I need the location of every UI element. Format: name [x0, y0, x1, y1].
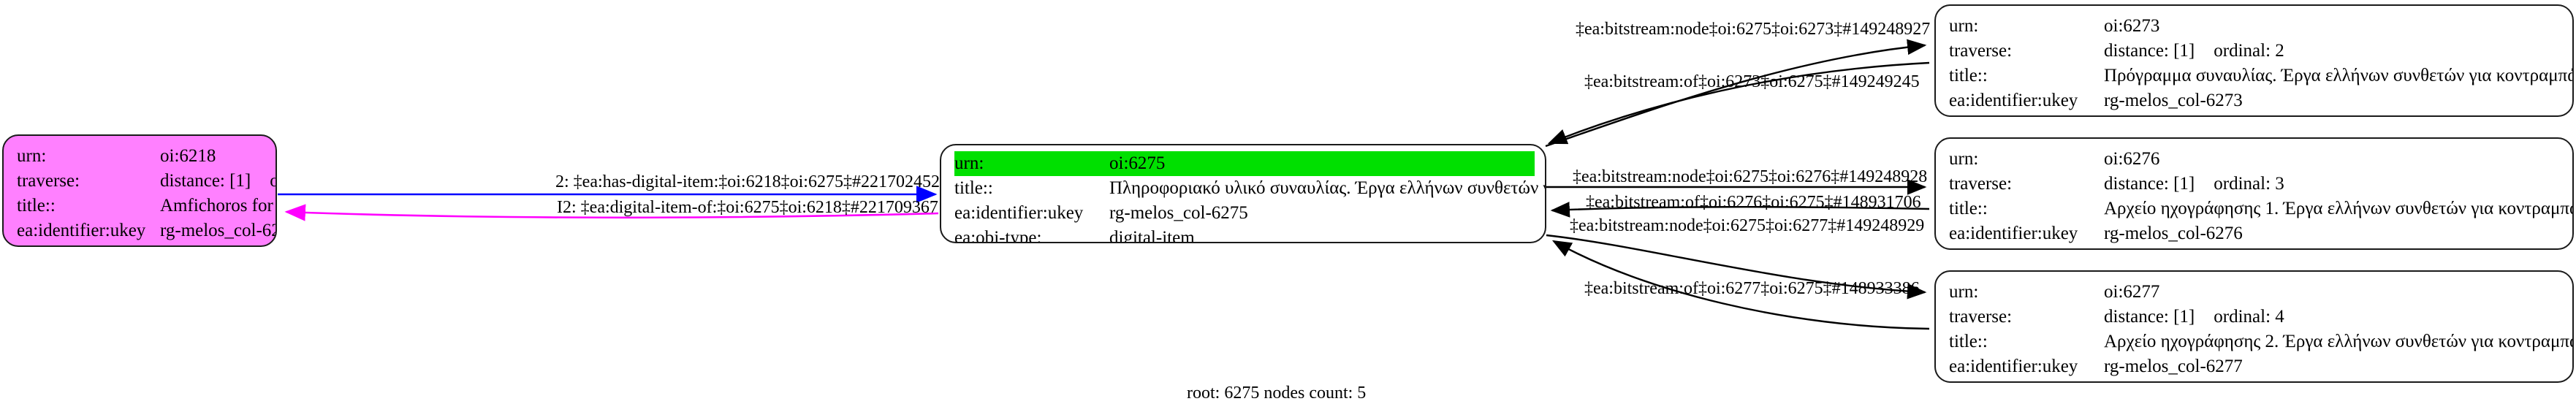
field-value-ukey: rg-melos_col-6273 [2104, 91, 2243, 110]
field-label-objtype: ea:obj-type: [954, 228, 1042, 243]
field-value-objtype: bitstream [2104, 113, 2562, 115]
field-label-title: title:: [1949, 332, 1988, 351]
field-label-ukey: ea:identifier:ukey [17, 221, 146, 240]
field-label-ukey: ea:identifier:ukey [1949, 91, 2078, 110]
traverse-distance: distance: [1] [2104, 41, 2195, 61]
node-row-objtype: ea:obj-type: bitstream [1949, 113, 2562, 115]
field-value-urn: oi:6218 [160, 146, 216, 166]
edge-path-bitstream-node-6273 [1545, 39, 1927, 148]
field-label-urn: urn: [954, 151, 1109, 176]
edge-label-bitstream-of-6276: ‡ea:bitstream:of‡oi:6276‡oi:6275‡#148931… [1586, 193, 1921, 212]
field-label-title: title:: [1949, 66, 1988, 85]
traverse-ordinal: ordinal: 3 [2214, 174, 2284, 194]
edge-label-bitstream-of-6277: ‡ea:bitstream:of‡oi:6277‡oi:6275‡#148933… [1584, 279, 1920, 298]
field-value-traverse: distance: [1] ordinal: 1 [160, 169, 276, 194]
field-label-objtype: ea:obj-type: [1949, 113, 2104, 115]
node-row-traverse: traverse: distance: [1] ordinal: 3 [1949, 172, 2562, 197]
field-value-title: Αρχείο ηχογράφησης 1. Έργα ελλήνων συνθε… [2104, 199, 2574, 218]
field-value-traverse: distance: [1] ordinal: 4 [2104, 305, 2562, 329]
node-row-traverse: traverse: distance: [1] ordinal: 4 [1949, 305, 2562, 329]
field-value-objtype: digital-item [1109, 228, 1195, 243]
field-label-traverse: traverse: [1949, 307, 2013, 327]
node-row-title: title:: Πληροφοριακό υλικό συναυλίας. Έρ… [954, 176, 1545, 201]
field-value-ukey: rg-melos_col-6276 [2104, 224, 2243, 243]
node-row-ukey: ea:identifier:ukey rg-melos_col-6275 [954, 201, 1535, 226]
edge-label-bitstream-node-6273: ‡ea:bitstream:node‡oi:6275‡oi:6273‡#1492… [1576, 20, 1931, 39]
field-label-title: title:: [17, 196, 56, 216]
field-label-title: title:: [954, 178, 993, 198]
node-row-urn: urn: oi:6276 [1949, 147, 2562, 172]
node-row-ukey: ea:identifier:ukey rg-melos_col-6276 [1949, 221, 2562, 246]
node-row-ukey: ea:identifier:ukey rg-melos_col-6277 [1949, 354, 2562, 379]
edge-label-has-digital-item: 2: ‡ea:has-digital-item:‡oi:6218‡oi:6275… [555, 172, 940, 191]
field-label-objtype: ea:obj-type: [17, 243, 160, 245]
node-oi-6273[interactable]: urn: oi:6273 traverse: distance: [1] ordi… [1934, 4, 2574, 117]
node-row-objtype: ea:obj-type: auth-expression [17, 243, 265, 245]
field-value-title: Αρχείο ηχογράφησης 2. Έργα ελλήνων συνθε… [2104, 332, 2574, 351]
field-value-title: Πληροφοριακό υλικό συναυλίας. Έργα ελλήν… [1109, 178, 1545, 198]
field-label-ukey: ea:identifier:ukey [1949, 357, 2078, 376]
field-label-traverse: traverse: [17, 171, 80, 191]
edge-label-bitstream-node-6276: ‡ea:bitstream:node‡oi:6275‡oi:6276‡#1492… [1573, 167, 1928, 186]
field-value-objtype: bitstream [2104, 246, 2562, 248]
edge-label-bitstream-node-6277: ‡ea:bitstream:node‡oi:6275‡oi:6277‡#1492… [1570, 216, 1925, 235]
field-label-title: title:: [1949, 199, 1988, 218]
node-row-objtype: ea:obj-type: digital-item [954, 226, 1535, 243]
traverse-distance: distance: [1] [2104, 174, 2195, 194]
edge-label-digital-item-of: I2: ‡ea:digital-item-of:‡oi:6275‡oi:6218… [557, 198, 938, 217]
node-oi-6277[interactable]: urn: oi:6277 traverse: distance: [1] ordi… [1934, 270, 2574, 383]
field-label-traverse: traverse: [1949, 174, 2013, 194]
node-row-title: title:: Αρχείο ηχογράφησης 1. Έργα ελλήν… [1949, 197, 2574, 221]
field-label-urn: urn: [1949, 16, 1979, 36]
field-label-ukey: ea:identifier:ukey [954, 203, 1084, 223]
field-value-ukey: rg-melos_col-6277 [2104, 357, 2243, 376]
node-oi-6276[interactable]: urn: oi:6276 traverse: distance: [1] ordi… [1934, 137, 2574, 250]
field-label-urn: urn: [17, 146, 47, 166]
node-row-ukey: ea:identifier:ukey rg-melos_col-6273 [1949, 88, 2562, 113]
field-value-title: Πρόγραμμα συναυλίας. Έργα ελλήνων συνθετ… [2104, 66, 2574, 85]
node-oi-6218[interactable]: urn: oi:6218 traverse: distance: [1] ordi… [2, 134, 277, 247]
field-label-ukey: ea:identifier:ukey [1949, 224, 2078, 243]
node-row-traverse: traverse: distance: [1] ordinal: 2 [1949, 39, 2562, 64]
field-label-objtype: ea:obj-type: [1949, 379, 2104, 381]
node-row-urn: urn: oi:6273 [1949, 14, 2562, 39]
field-value-ukey: rg-melos_col-6218 [160, 221, 276, 240]
node-row-ukey: ea:identifier:ukey rg-melos_col-6218 [17, 218, 276, 243]
field-value-urn: oi:6276 [2104, 149, 2160, 169]
node-row-title: title:: Πρόγραμμα συναυλίας. Έργα ελλήνω… [1949, 64, 2574, 88]
node-oi-6275[interactable]: urn: oi:6275 title:: Πληροφοριακό υλικό … [940, 144, 1546, 243]
field-value-urn: oi:6273 [2104, 16, 2160, 36]
field-value-objtype: auth-expression [160, 243, 265, 245]
field-value-traverse: distance: [1] ordinal: 2 [2104, 39, 2562, 64]
node-row-traverse: traverse: distance: [1] ordinal: 1 [17, 169, 276, 194]
node-row-title: title:: Αρχείο ηχογράφησης 2. Έργα ελλήν… [1949, 329, 2574, 354]
field-value-traverse: distance: [1] ordinal: 3 [2104, 172, 2562, 197]
field-value-ukey: rg-melos_col-6275 [1109, 203, 1248, 223]
node-row-urn: urn: oi:6277 [1949, 280, 2562, 305]
node-row-objtype: ea:obj-type: bitstream [1949, 246, 2562, 248]
traverse-distance: distance: [1] [160, 171, 251, 191]
field-value-title: Amfichoros for contrabass and piano [ada… [160, 196, 276, 216]
traverse-ordinal: ordinal: 1 [270, 171, 276, 191]
node-row-title: title:: Amfichoros for contrabass and pi… [17, 194, 276, 218]
node-row-objtype: ea:obj-type: bitstream [1949, 379, 2562, 381]
node-row-urn: urn: oi:6218 [17, 144, 265, 169]
field-value-urn: oi:6275 [1109, 151, 1535, 176]
field-label-urn: urn: [1949, 282, 1979, 302]
field-value-urn: oi:6277 [2104, 282, 2160, 302]
node-row-urn-highlighted: urn: oi:6275 [954, 151, 1535, 176]
traverse-ordinal: ordinal: 2 [2214, 41, 2284, 61]
field-label-traverse: traverse: [1949, 41, 2013, 61]
field-value-objtype: bitstream [2104, 379, 2562, 381]
traverse-distance: distance: [1] [2104, 307, 2195, 327]
graph-footer-caption: root: 6275 nodes count: 5 [1187, 384, 1367, 403]
edge-label-bitstream-of-6273: ‡ea:bitstream:of‡oi:6273‡oi:6275‡#149249… [1584, 72, 1920, 91]
traverse-ordinal: ordinal: 4 [2214, 307, 2284, 327]
field-label-objtype: ea:obj-type: [1949, 246, 2104, 248]
field-label-urn: urn: [1949, 149, 1979, 169]
